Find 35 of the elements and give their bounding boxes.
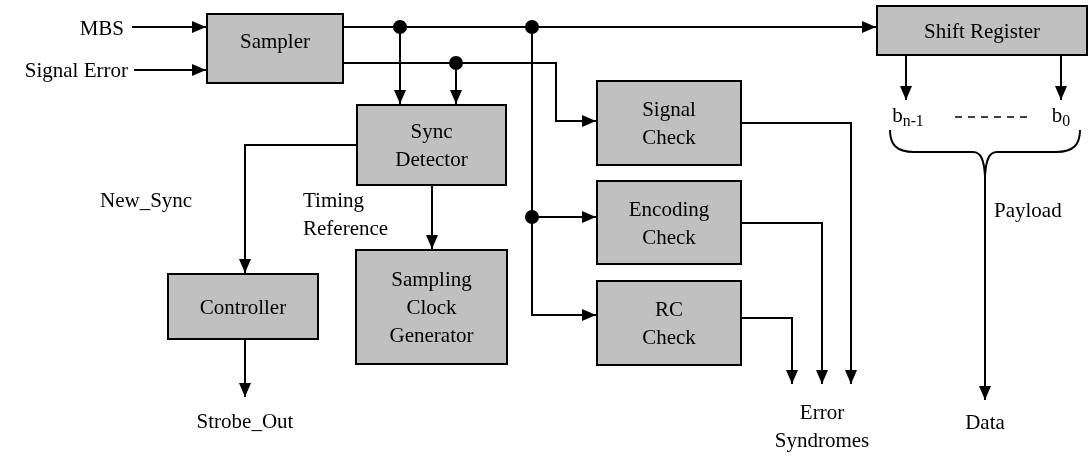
process-box (355, 249, 508, 365)
input-label: Signal Error (24, 57, 128, 84)
arrow (239, 339, 251, 398)
box-label: Controller (199, 293, 287, 321)
bit-label: b$_{0}$ (1051, 102, 1071, 129)
box-label: Sampler (240, 28, 310, 55)
output-label: Error Syndromes (773, 399, 871, 454)
arrow (741, 222, 828, 385)
process-box (167, 273, 319, 340)
box-label: Signal Check (641, 96, 697, 151)
box-label: Shift Register (923, 17, 1041, 45)
input-label: MBS (79, 15, 124, 42)
box-label: RC Check (641, 296, 697, 351)
arrow (239, 144, 357, 274)
process-box (356, 104, 507, 186)
arrow (741, 317, 798, 385)
process-box (596, 280, 742, 366)
bit-label: b$_{n-1}$ (892, 102, 924, 129)
output-label: Data (965, 409, 1005, 436)
process-box (596, 180, 742, 265)
process-box (206, 13, 344, 84)
arrow (131, 21, 207, 33)
brace-symbol (888, 130, 1082, 176)
box-label: Sync Detector (394, 118, 469, 173)
box-label: Sampling Clock Generator (388, 266, 475, 349)
process-box (596, 80, 742, 166)
arrow (741, 122, 857, 385)
arrow (426, 185, 438, 250)
box-label: Encoding Check (628, 195, 710, 251)
arrow (979, 175, 991, 401)
process-box (876, 5, 1088, 56)
output-label: Strobe_Out (196, 408, 294, 435)
arrow (1055, 55, 1067, 101)
arrow (133, 64, 207, 76)
arrow (900, 55, 912, 101)
